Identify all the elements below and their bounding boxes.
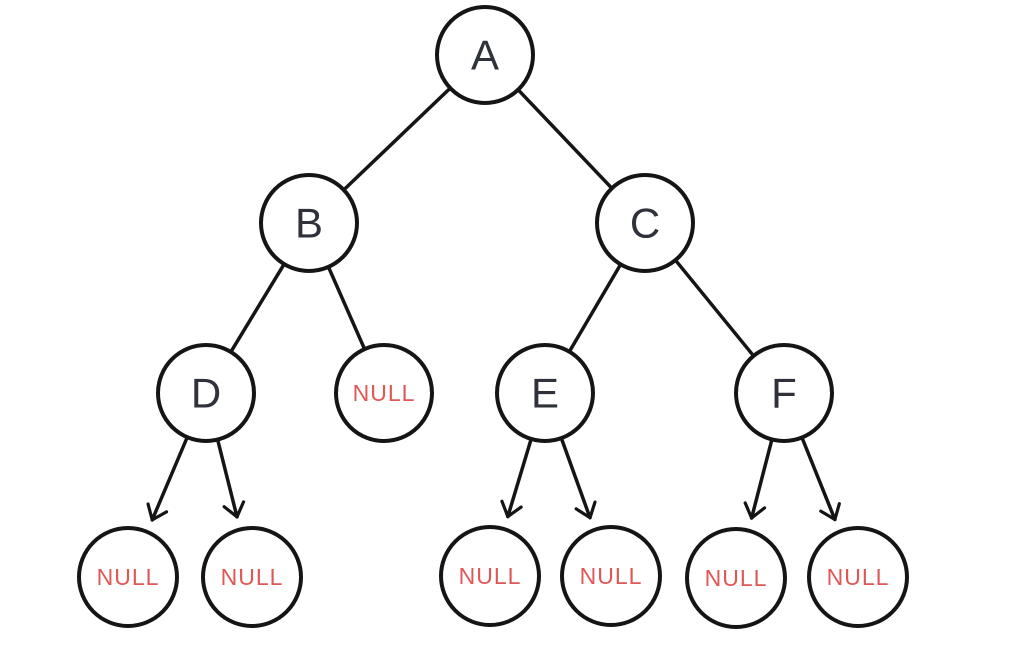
edge-e-null-left (500, 439, 533, 519)
edge-b-null (327, 266, 366, 350)
node-e-label: E (531, 370, 559, 417)
node-null-circle (807, 526, 909, 628)
node-d: D (156, 343, 256, 443)
node-null-circle (560, 525, 662, 627)
edge-e-null-right (560, 438, 597, 520)
node-c: C (595, 173, 695, 273)
node-null-f-left: NULL (685, 527, 787, 629)
node-a: A (435, 5, 535, 105)
node-null-circle (439, 525, 541, 627)
node-null-d-left: NULL (77, 526, 179, 628)
node-null-b-right: NULL (334, 343, 434, 443)
node-null-d-right: NULL (201, 526, 303, 628)
node-null-e-left: NULL (439, 525, 541, 627)
node-f-circle (734, 343, 834, 443)
node-null-circle (201, 526, 303, 628)
edge-f-null-left (743, 439, 774, 520)
node-d-label: D (191, 370, 221, 417)
node-null-circle (77, 526, 179, 628)
node-b-label: B (295, 200, 323, 247)
plain-edges (230, 87, 755, 357)
node-null-label: NULL (459, 563, 522, 589)
edge-a-c (517, 89, 613, 189)
node-null-label: NULL (97, 564, 160, 590)
node-c-label: C (630, 200, 660, 247)
node-null-circle (334, 343, 434, 443)
node-null-label: NULL (827, 564, 890, 590)
node-a-circle (435, 5, 535, 105)
node-c-circle (595, 173, 695, 273)
node-b-circle (259, 173, 359, 273)
node-null-e-right: NULL (560, 525, 662, 627)
arrow-edges (146, 437, 841, 522)
node-null-f-right: NULL (807, 526, 909, 628)
edge-c-e (568, 264, 622, 352)
node-f: F (734, 343, 834, 443)
node-b: B (259, 173, 359, 273)
node-null-circle (685, 527, 787, 629)
edge-b-d (230, 264, 285, 352)
node-null-label: NULL (705, 565, 768, 591)
edge-c-f (674, 259, 755, 357)
node-null-label: NULL (353, 380, 416, 406)
edge-a-b (343, 87, 451, 191)
edge-f-null-right (800, 437, 841, 522)
node-d-circle (156, 343, 256, 443)
node-f-label: F (771, 370, 797, 417)
node-e-circle (495, 343, 595, 443)
node-e: E (495, 343, 595, 443)
tree-nodes: A B C D NULL E (77, 5, 909, 629)
node-null-label: NULL (221, 564, 284, 590)
node-a-label: A (471, 32, 499, 79)
edge-d-null-left (146, 437, 189, 522)
node-null-label: NULL (580, 563, 643, 589)
edge-d-null-right (216, 439, 246, 519)
